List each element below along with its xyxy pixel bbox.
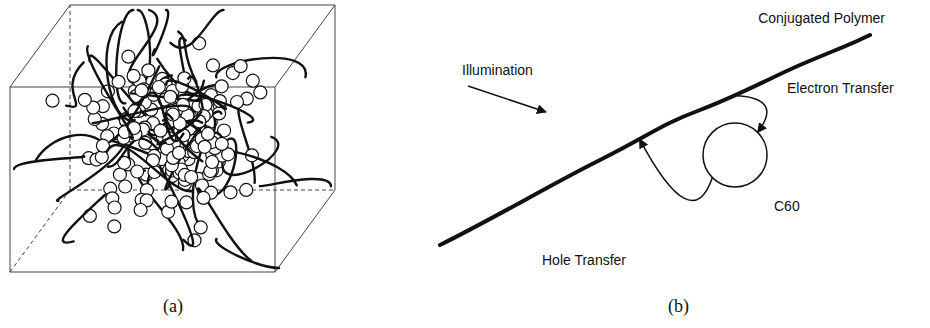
polymer-chain: [87, 46, 133, 138]
fullerene-circle: C60: [702, 122, 768, 188]
polymer-chain-outline: [435, 8, 885, 253]
polymer-chain: Conjugated Polymer: [435, 8, 885, 253]
box-edge: [10, 5, 70, 87]
node-label: Conjugated Polymer: [758, 10, 885, 27]
fullerene-ball: [254, 86, 267, 99]
fullerene-ball: [185, 171, 198, 184]
fullerene-ball: [83, 209, 96, 222]
fullerene-ball: [164, 90, 177, 103]
polymer-chain: [171, 10, 224, 48]
fullerene-ball: [119, 180, 132, 193]
edge-label: Hole Transfer: [540, 252, 628, 269]
polymer-curve: [440, 35, 870, 245]
polymer-chain: [226, 151, 297, 185]
panel-label: (b): [668, 296, 689, 317]
fullerene-ball: [152, 81, 165, 94]
box-front: [10, 87, 275, 272]
hidden-edge: [10, 190, 70, 272]
fullerene-ball: [215, 80, 228, 93]
polymer-chain: [153, 10, 168, 55]
fullerene-ball: [180, 196, 193, 209]
fullerene-outline: [703, 123, 767, 187]
fullerene-ball: [78, 93, 91, 106]
fullerene-ball: [127, 69, 140, 82]
fullerene-ball: [207, 59, 220, 72]
polymer-chain: [177, 95, 254, 123]
edge-label: Electron Transfer: [785, 80, 896, 97]
polymer-chain: [216, 239, 279, 268]
fullerene-ball: [108, 220, 121, 233]
fullerene-ball: [173, 146, 186, 159]
fullerene-ball: [131, 165, 144, 178]
box-edge: [335, 5, 336, 190]
illumination-label: Illumination: [462, 62, 533, 79]
fullerene-ball: [224, 186, 237, 199]
polymer-chain: [93, 106, 192, 123]
illumination-arrow: [468, 86, 546, 112]
sample-box: [10, 5, 335, 272]
fullerene-ball: [215, 137, 228, 150]
polymer-chain: [110, 66, 159, 141]
fullerene-ball: [206, 156, 219, 169]
fullerene-ball: [198, 140, 211, 153]
fullerene-ball: [134, 204, 147, 217]
fullerene-ball: [234, 60, 247, 73]
polymer-chain: [128, 10, 157, 79]
polymer-chain: [63, 195, 105, 243]
polymer-chain: [107, 145, 191, 191]
box-edge: [275, 190, 335, 272]
hidden-edge: [70, 5, 71, 190]
fullerene-ball: [108, 201, 121, 214]
polymer-fullerene-blend: [14, 10, 331, 268]
node-label: C60: [774, 198, 800, 215]
fullerene-ball: [193, 37, 206, 50]
fullerene-circle-outline: [702, 122, 768, 188]
fullerene-ball: [194, 221, 207, 234]
fullerene-ball: [46, 94, 59, 107]
box-edge: [70, 5, 335, 6]
polymer-chain: [14, 156, 84, 169]
polymer-chain: [165, 113, 202, 161]
fullerene-ball: [202, 127, 215, 140]
fullerene-ball: [122, 50, 135, 63]
fullerene-ball: [142, 64, 155, 77]
polymer-chain: [166, 80, 226, 108]
transfer-arrow: [640, 139, 713, 200]
fullerene-ball: [197, 191, 210, 204]
fullerene-ball: [112, 75, 125, 88]
fullerene-ball: [154, 124, 167, 137]
fullerene-ball: [240, 183, 253, 196]
panel-label: (a): [163, 296, 183, 317]
fullerene-ball: [165, 195, 178, 208]
fullerene-ball: [246, 74, 259, 87]
